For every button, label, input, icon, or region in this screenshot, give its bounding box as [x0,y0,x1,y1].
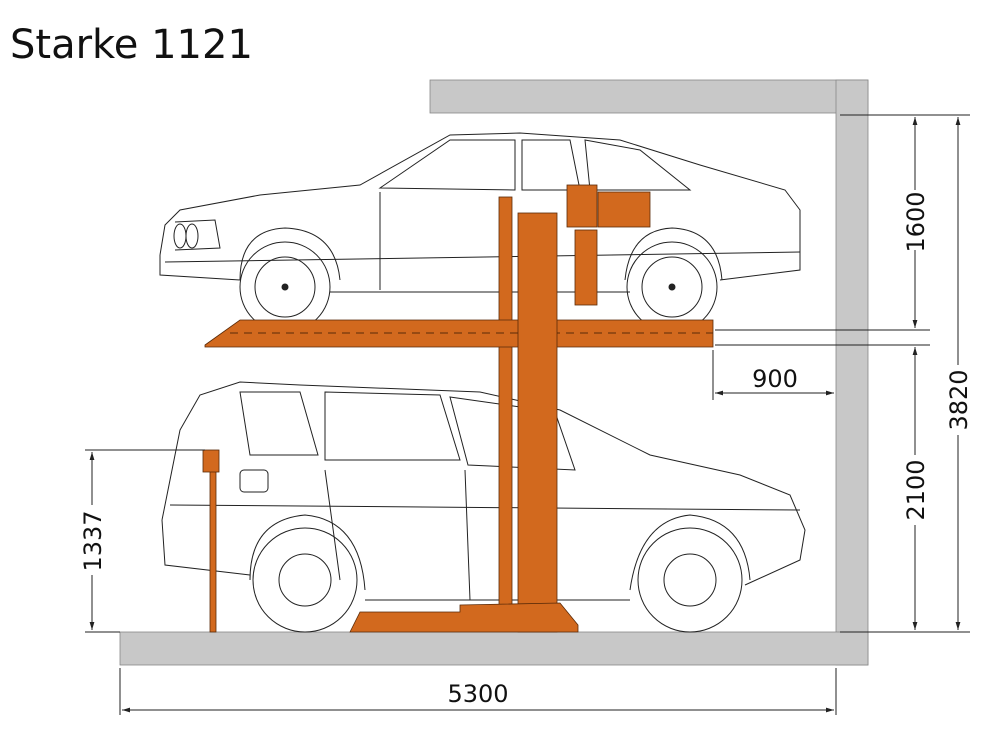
floor-slab [119,631,869,666]
base-plate [349,602,579,633]
upper-car-sedan [159,132,801,333]
rear-wall [835,79,869,666]
dim-1600: 1600 [902,191,930,252]
gearbox [566,184,598,228]
diagram-title: Starke 1121 [10,22,253,68]
motor [597,191,651,228]
control-post [209,461,217,633]
control-box [202,449,220,473]
ceiling-beam [429,79,869,114]
lower-car-suv [161,381,806,633]
dim-5300: 5300 [447,680,508,708]
parking-lift [202,184,714,633]
dimension-labels: 1600 2100 3820 900 5300 1337 [79,190,973,708]
dim-900: 900 [752,365,798,393]
main-column [517,212,558,633]
dim-2100: 2100 [902,459,930,520]
drive-unit [574,229,598,306]
garage-structure [119,79,869,666]
dim-1337: 1337 [79,510,107,571]
dim-3820: 3820 [945,369,973,430]
secondary-post [498,196,513,606]
